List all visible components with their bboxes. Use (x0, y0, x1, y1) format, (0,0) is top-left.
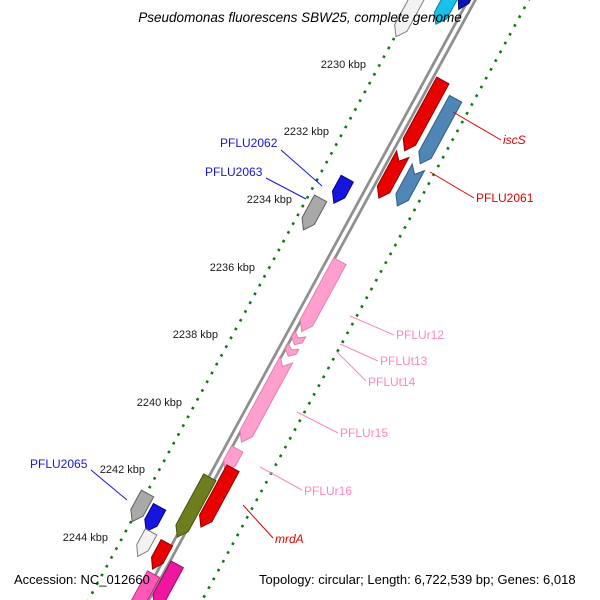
leader-line-PFLU2061 (429, 171, 475, 199)
gene-arrow-PFLU2061[interactable] (373, 149, 410, 202)
ruler-dotted-line-right (155, 0, 541, 600)
ruler-dotted-line-left (68, 0, 453, 600)
gene-arrow-iscS[interactable] (398, 76, 450, 154)
leader-line-mrdA (242, 504, 274, 539)
ruler-tick-label: 2238 kbp (172, 329, 218, 341)
ruler-tick-label: 2242 kbp (99, 464, 145, 476)
gene-arrow-magenta-2[interactable] (125, 570, 161, 600)
cds-arrow-steel-2[interactable] (391, 162, 426, 209)
ruler-tick-label: 2234 kbp (246, 194, 292, 206)
gene-arrow-navy-top[interactable] (453, 0, 480, 12)
gene-arrow-red-bottom[interactable] (147, 538, 174, 573)
rna-arrow-PFLUr12[interactable] (296, 257, 347, 335)
feature-layer (125, 0, 480, 600)
gene-label-iscS[interactable]: iscS (503, 133, 526, 147)
gene-label-PFLU2062[interactable]: PFLU2062 (220, 136, 278, 150)
status-accession: Accession: NC_012660 (14, 572, 150, 587)
gene-label-PFLU2065[interactable]: PFLU2065 (30, 457, 88, 471)
ruler-tick-label: 2236 kbp (209, 262, 255, 274)
leader-line-layer (90, 111, 502, 539)
rna-arrow-PFLUt14[interactable] (283, 342, 300, 359)
gene-arrow-blue-small[interactable] (140, 502, 167, 535)
gene-label-PFLU2063[interactable]: PFLU2063 (205, 165, 263, 179)
leader-line-PFLUr15 (296, 411, 339, 434)
genome-track (68, 0, 541, 600)
leader-line-PFLUr16 (259, 466, 303, 491)
gene-label-mrdA[interactable]: mrdA (275, 532, 304, 546)
cds-arrow-steel-1[interactable] (414, 94, 463, 167)
leader-line-PFLUr12 (349, 315, 395, 336)
gene-label-PFLUr12[interactable]: PFLUr12 (396, 328, 445, 342)
gene-arrow-white-bottom[interactable] (132, 528, 158, 560)
rna-arrow-PFLUr15[interactable] (235, 354, 294, 445)
ruler-tick-label: 2230 kbp (320, 59, 366, 71)
gene-arrow-olive[interactable] (171, 473, 217, 540)
gene-arrow-PFLU2063[interactable] (297, 194, 328, 233)
leader-line-iscS (452, 111, 502, 141)
gene-arrow-mrdA[interactable] (195, 464, 240, 531)
gene-label-PFLUr16[interactable]: PFLUr16 (304, 484, 353, 498)
ruler-tick-label: 2232 kbp (283, 126, 329, 138)
gene-label-PFLUt13[interactable]: PFLUt13 (380, 354, 428, 368)
gene-arrow-PFLU2065[interactable] (126, 489, 155, 525)
leader-line-PFLU2065 (90, 469, 128, 501)
gene-arrow-white-top[interactable] (390, 0, 430, 40)
status-summary: Topology: circular; Length: 6,722,539 bp… (259, 572, 576, 587)
leader-line-PFLUt14 (335, 350, 367, 382)
gene-arrow-cyan-top[interactable] (430, 0, 463, 28)
gene-label-PFLU2061[interactable]: PFLU2061 (476, 191, 534, 205)
gene-arrow-magenta-1[interactable] (148, 560, 185, 600)
ruler-tick-label: 2240 kbp (136, 397, 182, 409)
gene-label-PFLUt14[interactable]: PFLUt14 (368, 375, 416, 389)
page-title: Pseudomonas fluorescens SBW25, complete … (138, 10, 462, 25)
ruler-tick-label: 2244 kbp (62, 532, 108, 544)
rna-arrow-PFLUt13[interactable] (289, 330, 307, 347)
gene-arrow-PFLU2062[interactable] (328, 174, 355, 206)
leader-line-PFLU2062 (280, 149, 323, 187)
gene-label-PFLUr15[interactable]: PFLUr15 (340, 426, 389, 440)
leader-line-PFLU2063 (265, 177, 307, 200)
leader-line-PFLUt13 (339, 343, 379, 362)
